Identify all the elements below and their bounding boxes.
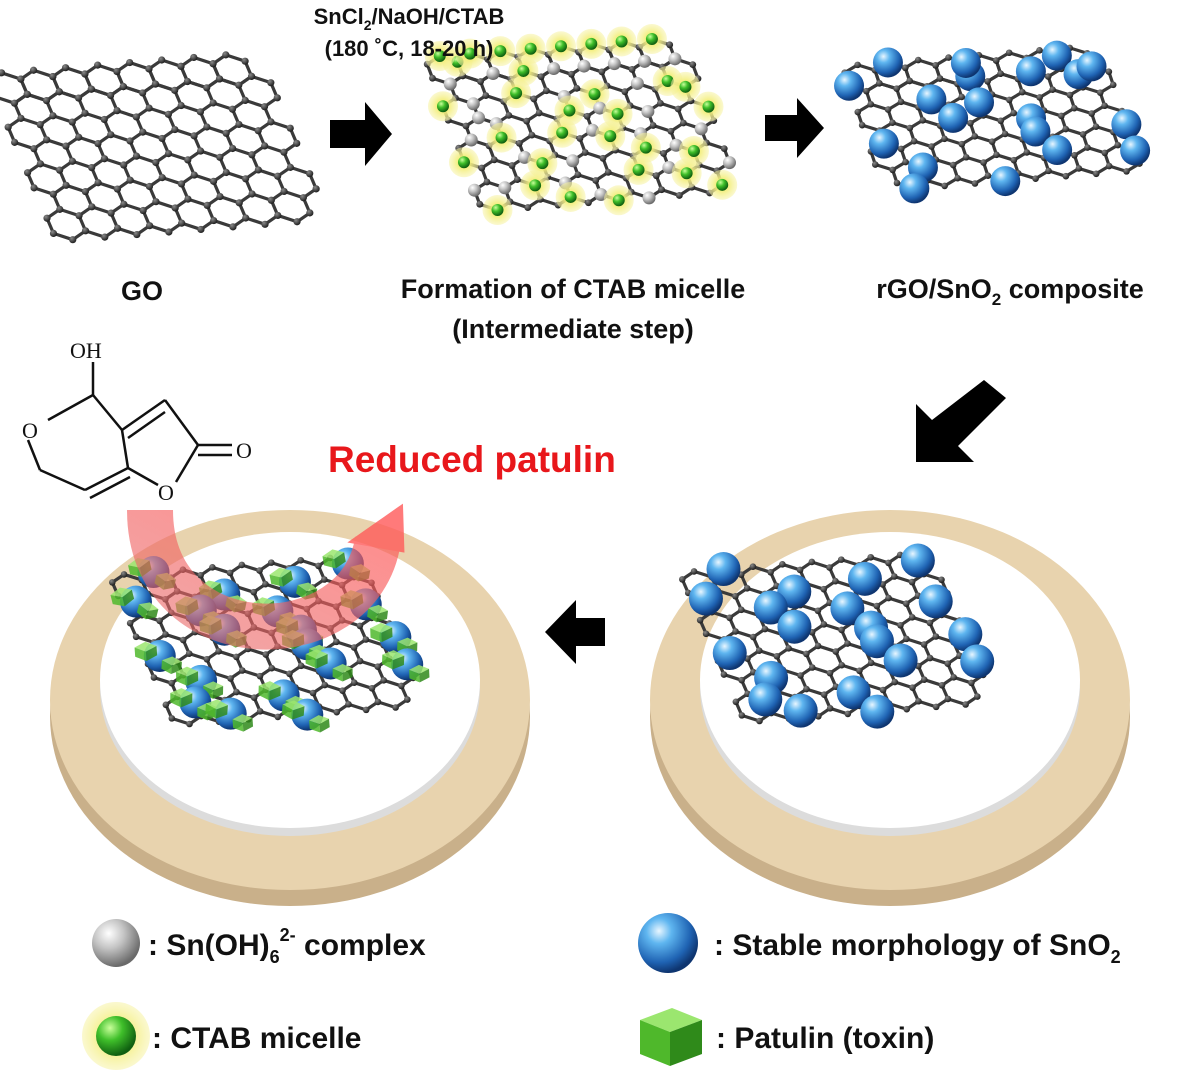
reduced-patulin-label: Reduced patulin (328, 439, 616, 480)
micelle-label-line2: (Intermediate step) (452, 314, 694, 344)
legend-sno2-icon (638, 913, 698, 973)
micelle-particles (424, 24, 738, 225)
legend-sn-complex-icon (92, 919, 140, 967)
conditions-label: (180 ˚C, 18-20 h) (325, 36, 494, 61)
arrow-right-1 (330, 102, 392, 166)
legend-ctab-icon (96, 1016, 136, 1056)
legend-sno2-label: : Stable morphology of SnO2 (714, 929, 1121, 967)
micelle-label-line1: Formation of CTAB micelle (401, 274, 746, 304)
legend: : Sn(OH)62- complex : CTAB micelle : Sta… (82, 913, 1121, 1070)
reagents-label: SnCl2/NaOH/CTAB (314, 4, 505, 33)
arrow-right-2 (765, 98, 824, 158)
reduction-curved-arrow (127, 503, 405, 650)
legend-ctab-label: : CTAB micelle (152, 1022, 362, 1055)
legend-sn-complex-label: : Sn(OH)62- complex (148, 925, 426, 967)
composite-label: rGO/SnO2 composite (876, 274, 1144, 309)
arrow-left (545, 600, 605, 664)
legend-patulin-icon (640, 1008, 702, 1066)
arrow-down-left (916, 380, 1006, 462)
legend-patulin-label: : Patulin (toxin) (716, 1022, 934, 1055)
ring-oxygen-1: O (22, 418, 38, 443)
electrode-sno2-particles (688, 543, 995, 729)
oh-label: OH (70, 338, 102, 363)
graphene-oxide-sheet (0, 51, 320, 244)
ring-oxygen-2: O (158, 480, 174, 505)
go-label: GO (121, 276, 163, 306)
sno2-particles (834, 40, 1151, 204)
patulin-structure (26, 362, 232, 500)
carbonyl-oxygen: O (236, 438, 252, 463)
